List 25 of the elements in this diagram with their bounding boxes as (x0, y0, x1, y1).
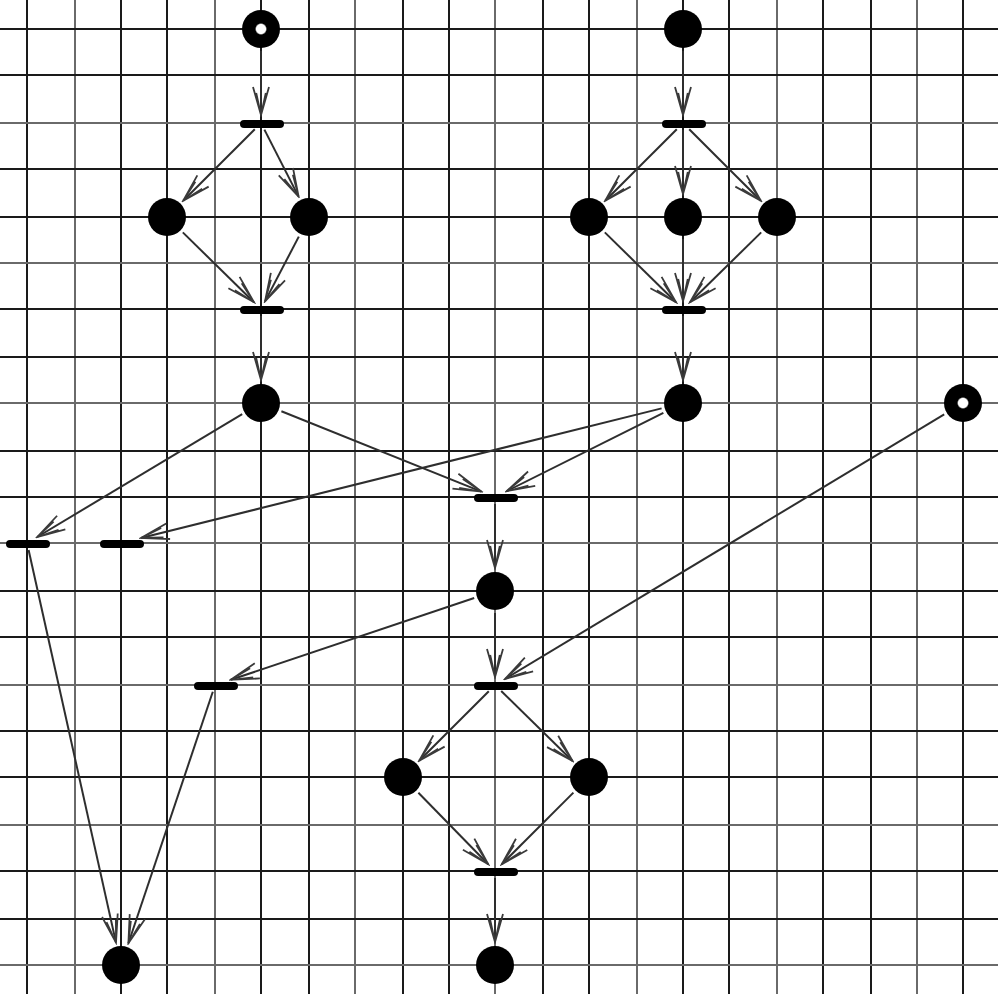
transition-bar (193, 681, 237, 689)
place-circle (148, 198, 186, 236)
place-circle (570, 758, 608, 796)
place-circle (664, 10, 702, 48)
place-circle (102, 946, 140, 984)
transition-bar (473, 867, 517, 875)
transition-bar (99, 539, 143, 547)
place-circle (476, 572, 514, 610)
place-circle (242, 384, 280, 422)
start-place-ring (242, 10, 280, 48)
place-circle (664, 198, 702, 236)
place-circle (664, 384, 702, 422)
transition-bar (5, 539, 49, 547)
start-place-ring (944, 384, 982, 422)
transition-bar (473, 493, 517, 501)
place-circle (570, 198, 608, 236)
place-circle (476, 946, 514, 984)
transition-bar (473, 681, 517, 689)
transition-bar (661, 119, 705, 127)
transition-bar (239, 305, 283, 313)
place-circle (758, 198, 796, 236)
transition-bar (661, 305, 705, 313)
place-circle (290, 198, 328, 236)
transition-bar (239, 119, 283, 127)
place-circle (384, 758, 422, 796)
